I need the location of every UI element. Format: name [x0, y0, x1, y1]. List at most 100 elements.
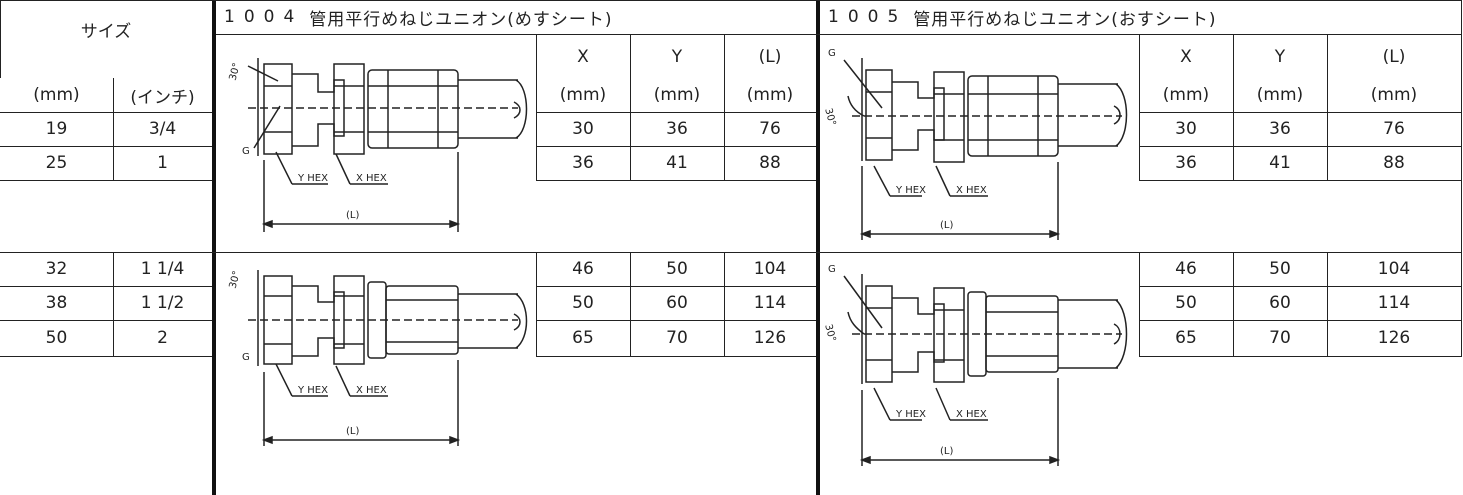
l-cell: 114	[753, 293, 787, 313]
y-cell: 36	[666, 119, 688, 139]
yhex-label: Y HEX	[895, 185, 926, 196]
col-unit-y: (mm)	[653, 85, 701, 105]
l-cell: 114	[1377, 293, 1411, 313]
x-cell: 30	[1175, 119, 1197, 139]
col-header-l: (L)	[1382, 47, 1406, 67]
l-cell: 88	[759, 153, 781, 173]
x-cell: 36	[572, 153, 594, 173]
grid-line	[113, 252, 114, 357]
grid-line	[0, 146, 212, 147]
grid-line	[1233, 252, 1234, 357]
grid-line	[536, 320, 816, 321]
product-title-1004: 1004 管用平行めねじユニオン(めすシート)	[224, 0, 613, 34]
section-divider	[816, 0, 820, 495]
size-mm-cell: 38	[45, 293, 68, 313]
angle-label: 30°	[228, 62, 243, 82]
grid-line	[1327, 34, 1328, 181]
col-unit-l: (mm)	[1370, 85, 1418, 105]
size-inch-cell: 1	[157, 153, 168, 173]
union-drawing-1005-large: G 30° Y HEX X HEX (L)	[822, 264, 1128, 466]
y-cell: 41	[666, 153, 688, 173]
grid-line	[216, 34, 1461, 35]
col-unit-x: (mm)	[1162, 85, 1210, 105]
product-number: 1005	[828, 7, 908, 27]
grid-line	[1139, 112, 1461, 113]
col-header-x: X	[1180, 47, 1192, 67]
col-header-y: Y	[671, 47, 683, 67]
g-label: G	[828, 48, 836, 59]
grid-line	[0, 180, 212, 181]
y-cell: 70	[1269, 328, 1291, 348]
length-label: (L)	[346, 210, 359, 221]
angle-label: 30°	[822, 107, 837, 127]
xhex-label: X HEX	[956, 185, 987, 196]
col-header-x: X	[577, 47, 589, 67]
grid-line	[0, 356, 212, 357]
union-drawing-1004-small: G 30° Y HEX X HEX (L)	[228, 58, 528, 232]
product-title-1005: 1005 管用平行めねじユニオン(おすシート)	[828, 0, 1217, 34]
xhex-label: X HEX	[356, 173, 387, 184]
col-header-y: Y	[1274, 47, 1286, 67]
xhex-label: X HEX	[356, 385, 387, 396]
col-header-l: (L)	[758, 47, 782, 67]
length-label: (L)	[940, 446, 953, 457]
col-unit-l: (mm)	[746, 85, 794, 105]
union-drawing-1005-small: G 30° Y HEX X HEX (L)	[822, 48, 1128, 240]
grid-line	[0, 320, 212, 321]
size-inch-header: (インチ)	[130, 87, 195, 108]
grid-line	[536, 252, 537, 357]
xhex-label: X HEX	[956, 409, 987, 420]
length-label: (L)	[940, 220, 953, 231]
y-cell: 70	[666, 328, 688, 348]
grid-line	[536, 356, 816, 357]
y-cell: 60	[666, 293, 688, 313]
col-unit-x: (mm)	[559, 85, 607, 105]
x-cell: 65	[572, 328, 594, 348]
grid-line	[113, 78, 114, 180]
x-cell: 50	[1175, 293, 1197, 313]
size-mm-cell: 25	[45, 153, 68, 173]
grid-line	[1233, 34, 1234, 181]
l-cell: 76	[759, 119, 781, 139]
grid-line	[0, 252, 1462, 253]
x-cell: 46	[572, 259, 594, 279]
col-unit-y: (mm)	[1256, 85, 1304, 105]
grid-line	[1139, 252, 1140, 357]
yhex-label: Y HEX	[297, 173, 328, 184]
grid-line	[536, 34, 816, 35]
yhex-label: Y HEX	[297, 385, 328, 396]
angle-label: 30°	[228, 270, 243, 290]
l-cell: 126	[1377, 328, 1411, 348]
size-inch-cell: 1 1/2	[140, 293, 185, 313]
l-cell: 126	[753, 328, 787, 348]
product-name: 管用平行めねじユニオン(おすシート)	[913, 9, 1217, 30]
x-cell: 50	[572, 293, 594, 313]
grid-line	[536, 286, 816, 287]
g-label: G	[828, 264, 836, 275]
size-inch-cell: 3/4	[148, 119, 177, 139]
product-name: 管用平行めねじユニオン(めすシート)	[309, 9, 613, 30]
size-mm-cell: 19	[45, 119, 68, 139]
grid-line	[536, 34, 537, 181]
grid-line	[630, 34, 631, 181]
y-cell: 50	[1269, 259, 1291, 279]
y-cell: 60	[1269, 293, 1291, 313]
grid-line	[536, 146, 816, 147]
grid-line	[1139, 146, 1461, 147]
grid-line	[1139, 286, 1461, 287]
section-divider	[212, 0, 216, 495]
l-cell: 104	[1377, 259, 1411, 279]
l-cell: 76	[1383, 119, 1405, 139]
angle-label: 30°	[822, 323, 837, 343]
grid-line	[1139, 356, 1461, 357]
g-label: G	[242, 352, 250, 363]
size-header: サイズ	[80, 21, 132, 42]
g-label: G	[242, 146, 250, 157]
grid-line	[724, 252, 725, 357]
grid-line	[1327, 252, 1328, 357]
x-cell: 36	[1175, 153, 1197, 173]
size-mm-header: (mm)	[33, 85, 80, 105]
y-cell: 50	[666, 259, 688, 279]
size-inch-cell: 2	[157, 328, 168, 348]
grid-line	[0, 0, 1, 78]
